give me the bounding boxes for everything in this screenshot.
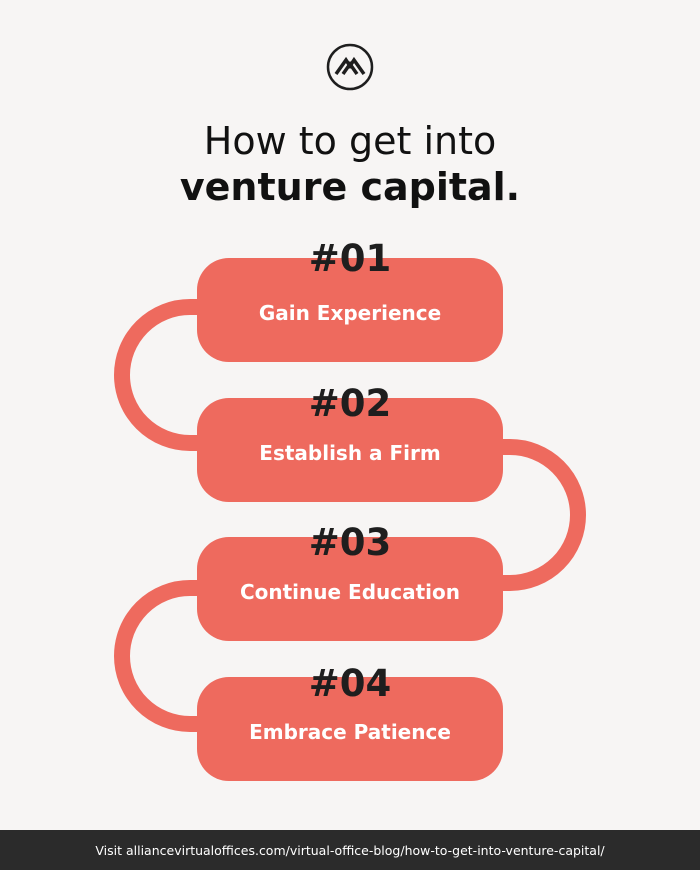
step-label-1: Gain Experience bbox=[258, 301, 442, 325]
step-number-1: #01 bbox=[308, 237, 392, 280]
step-label-4: Embrace Patience bbox=[249, 720, 451, 744]
footer-link-text[interactable]: Visit alliancevirtualoffices.com/virtual… bbox=[95, 842, 605, 858]
footer-bar: Visit alliancevirtualoffices.com/virtual… bbox=[0, 830, 700, 870]
connector-right-2 bbox=[500, 439, 586, 591]
step-number-2: #02 bbox=[308, 382, 392, 425]
step-card-1: Gain Experience bbox=[197, 258, 503, 362]
connector-left-3 bbox=[114, 580, 200, 732]
step-number-3: #03 bbox=[308, 521, 392, 564]
step-label-3: Continue Education bbox=[239, 580, 461, 604]
step-number-4: #04 bbox=[308, 662, 392, 705]
step-label-2: Establish a Firm bbox=[259, 441, 441, 465]
step-card-3: Continue Education bbox=[197, 537, 503, 641]
step-card-4: Embrace Patience bbox=[197, 677, 503, 781]
connector-left-1 bbox=[114, 299, 200, 451]
step-card-2: Establish a Firm bbox=[197, 398, 503, 502]
page-title: How to get into venture capital. bbox=[0, 118, 700, 210]
title-line-1: How to get into bbox=[203, 119, 497, 163]
title-line-2: venture capital. bbox=[179, 165, 521, 209]
mountain-logo-icon bbox=[326, 43, 374, 91]
